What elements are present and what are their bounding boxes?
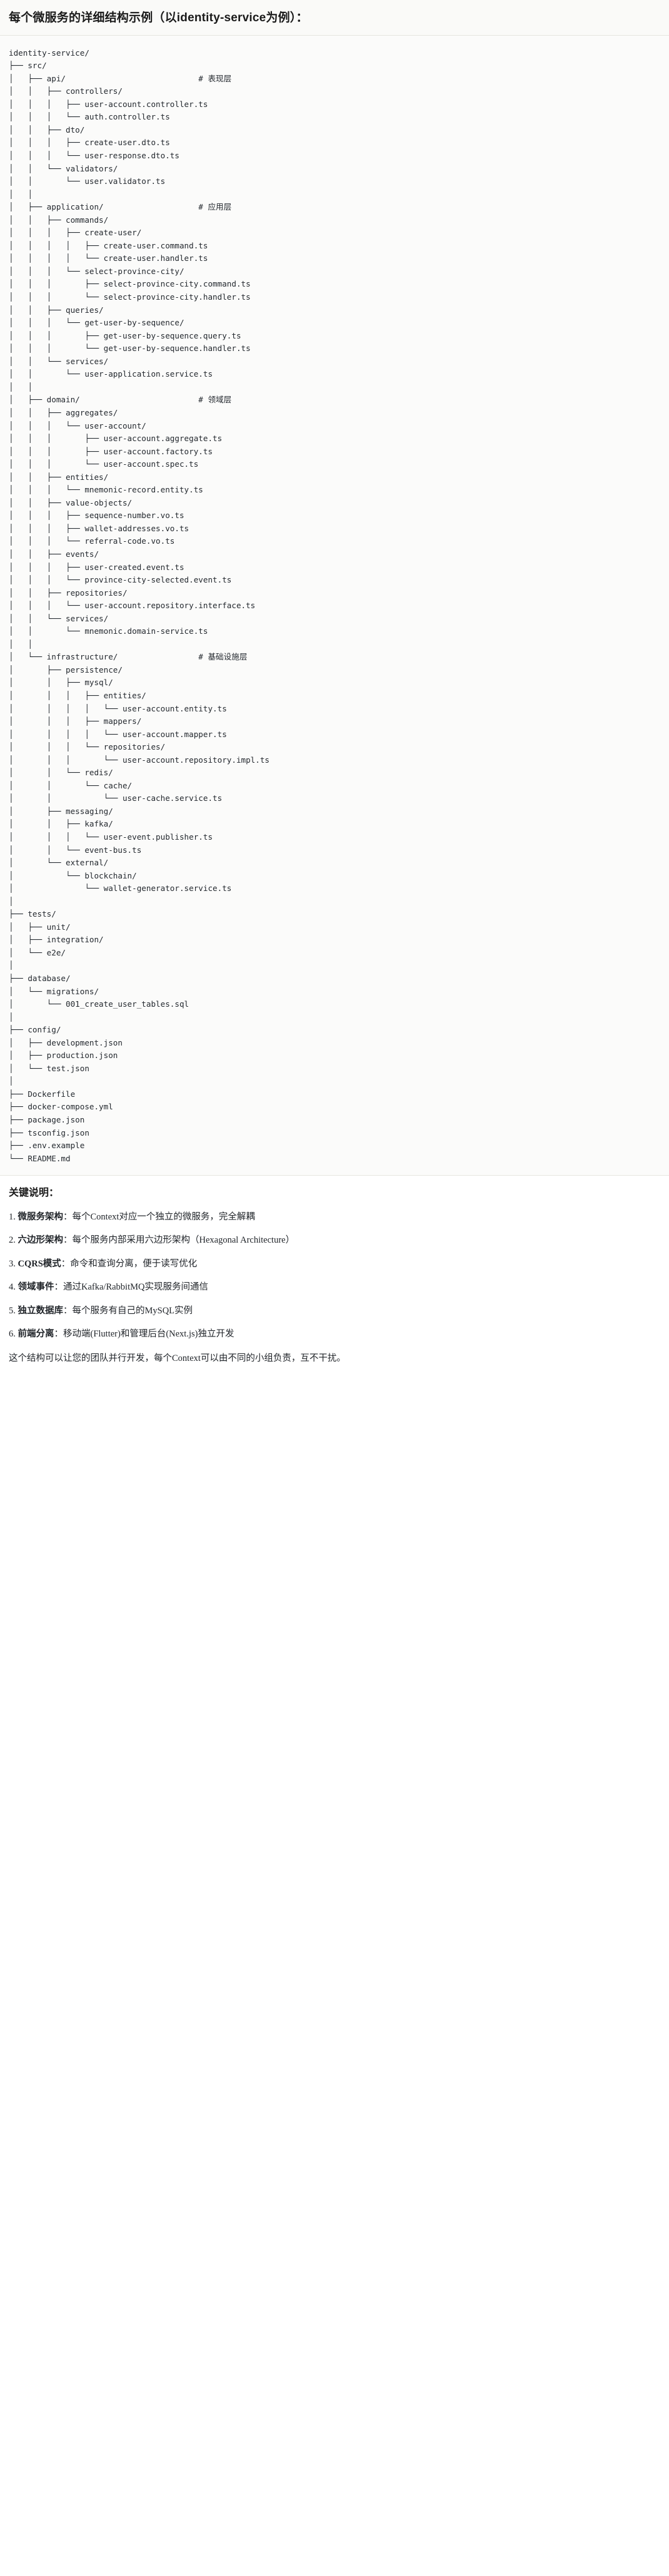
directory-tree-block: identity-service/ ├── src/ │ ├── api/ # … (0, 35, 669, 1176)
key-note-item: 1. 微服务架构：每个Context对应一个独立的微服务，完全解耦 (9, 1210, 660, 1224)
key-note-term: 领域事件 (18, 1282, 54, 1293)
key-note-separator: ： (63, 1212, 73, 1223)
key-note-separator: ： (63, 1235, 73, 1246)
key-note-body: 每个服务内部采用六边形架构（Hexagonal Architecture） (72, 1235, 295, 1246)
key-note-number: 2. (9, 1235, 16, 1246)
key-note-separator: ： (54, 1282, 64, 1293)
key-note-item: 2. 六边形架构：每个服务内部采用六边形架构（Hexagonal Archite… (9, 1233, 660, 1247)
key-note-term: 前端分离 (18, 1329, 54, 1340)
closing-paragraph: 这个结构可以让您的团队并行开发，每个Context可以由不同的小组负责，互不干扰… (9, 1353, 346, 1363)
key-note-term: 独立数据库 (18, 1305, 64, 1316)
key-note-item: 3. CQRS模式：命令和查询分离，便于读写优化 (9, 1257, 660, 1271)
key-note-separator: ： (54, 1329, 64, 1340)
key-note-number: 6. (9, 1329, 16, 1340)
key-notes-title: 关键说明： (9, 1188, 59, 1199)
key-note-item: 6. 前端分离：移动端(Flutter)和管理后台(Next.js)独立开发 (9, 1327, 660, 1341)
key-note-term: 六边形架构 (18, 1235, 64, 1246)
key-note-body: 移动端(Flutter)和管理后台(Next.js)独立开发 (63, 1329, 234, 1340)
key-note-number: 1. (9, 1212, 16, 1223)
key-note-separator: ： (63, 1305, 73, 1316)
key-note-item: 5. 独立数据库：每个服务有自己的MySQL实例 (9, 1304, 660, 1318)
page-title: 每个微服务的详细结构示例（以identity-service为例）： (0, 0, 669, 36)
directory-tree: identity-service/ ├── src/ │ ├── api/ # … (9, 48, 270, 1163)
key-note-term: 微服务架构 (18, 1212, 64, 1223)
key-note-body: 通过Kafka/RabbitMQ实现服务间通信 (63, 1282, 208, 1293)
key-note-term: CQRS模式 (18, 1258, 61, 1269)
key-note-item: 4. 领域事件：通过Kafka/RabbitMQ实现服务间通信 (9, 1280, 660, 1294)
key-note-body: 每个Context对应一个独立的微服务，完全解耦 (72, 1212, 255, 1223)
document-page: 每个微服务的详细结构示例（以identity-service为例）： ident… (0, 0, 669, 1377)
key-note-body: 每个服务有自己的MySQL实例 (72, 1305, 193, 1316)
key-note-body: 命令和查询分离，便于读写优化 (70, 1258, 198, 1269)
key-note-number: 5. (9, 1305, 16, 1316)
key-note-separator: ： (61, 1258, 71, 1269)
key-note-number: 4. (9, 1282, 16, 1293)
key-note-number: 3. (9, 1258, 16, 1269)
